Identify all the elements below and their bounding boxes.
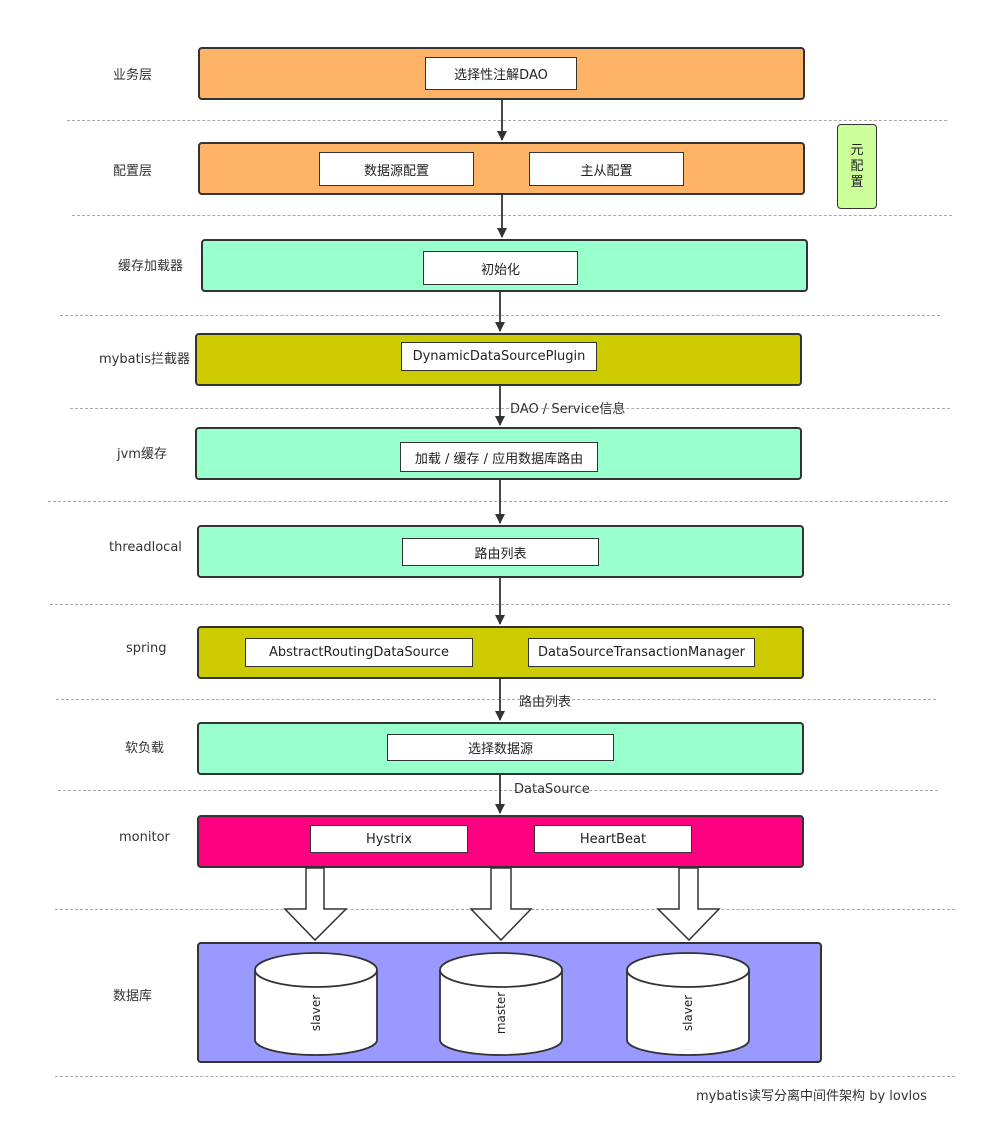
db-cylinder-1: [254, 952, 378, 1056]
layer-label-threadlocal: threadlocal: [109, 540, 182, 555]
separator: [67, 120, 947, 121]
layer-label-soft-lb: 软负载: [125, 741, 165, 756]
plugin-box: DynamicDataSourcePlugin: [401, 342, 597, 371]
block-arrow-1: [283, 867, 348, 942]
layer-label-monitor: monitor: [119, 830, 170, 845]
jvm-route-box: 加载 / 缓存 / 应用数据库路由: [400, 442, 598, 472]
db-label-slaver-1: slaver: [309, 995, 323, 1031]
edge-label-dao-service: DAO / Service信息: [510, 402, 626, 417]
separator: [55, 1076, 955, 1077]
layer-label-database: 数据库: [113, 989, 153, 1004]
edge-label-route-list: 路由列表: [519, 695, 572, 710]
block-arrow-3: [656, 867, 721, 942]
db-label-master: master: [494, 992, 508, 1034]
db-cylinder-2: [439, 952, 563, 1056]
meta-config-text: 元配置: [850, 142, 864, 190]
layer-label-business: 业务层: [113, 68, 153, 83]
select-dao-box: 选择性注解DAO: [425, 57, 577, 90]
meta-config-note: 元配置: [837, 124, 877, 209]
layer-label-config: 配置层: [113, 164, 153, 179]
layer-label-mybatis: mybatis拦截器: [99, 352, 191, 367]
init-box: 初始化: [423, 251, 578, 285]
diagram-caption: mybatis读写分离中间件架构 by lovlos: [696, 1089, 927, 1104]
layer-label-cache-loader: 缓存加载器: [118, 259, 184, 274]
layer-label-jvm: jvm缓存: [117, 447, 167, 462]
master-slave-config-box: 主从配置: [529, 152, 684, 186]
datasource-config-box: 数据源配置: [319, 152, 474, 186]
hystrix-box: Hystrix: [310, 825, 468, 853]
route-list-box: 路由列表: [402, 538, 599, 566]
separator: [70, 408, 950, 409]
select-ds-box: 选择数据源: [387, 734, 614, 761]
separator: [56, 699, 936, 700]
db-cylinder-3: [626, 952, 750, 1056]
heartbeat-box: HeartBeat: [534, 825, 692, 853]
layer-label-spring: spring: [126, 641, 167, 656]
config-layer-band: [198, 142, 805, 195]
monitor-band: [197, 815, 804, 868]
db-label-slaver-2: slaver: [681, 995, 695, 1031]
separator: [58, 790, 938, 791]
separator: [72, 215, 952, 216]
tx-manager-box: DataSourceTransactionManager: [528, 638, 755, 667]
abstract-routing-box: AbstractRoutingDataSource: [245, 638, 473, 667]
block-arrow-2: [469, 867, 533, 942]
separator: [48, 501, 948, 502]
edge-label-datasource: DataSource: [514, 782, 590, 797]
